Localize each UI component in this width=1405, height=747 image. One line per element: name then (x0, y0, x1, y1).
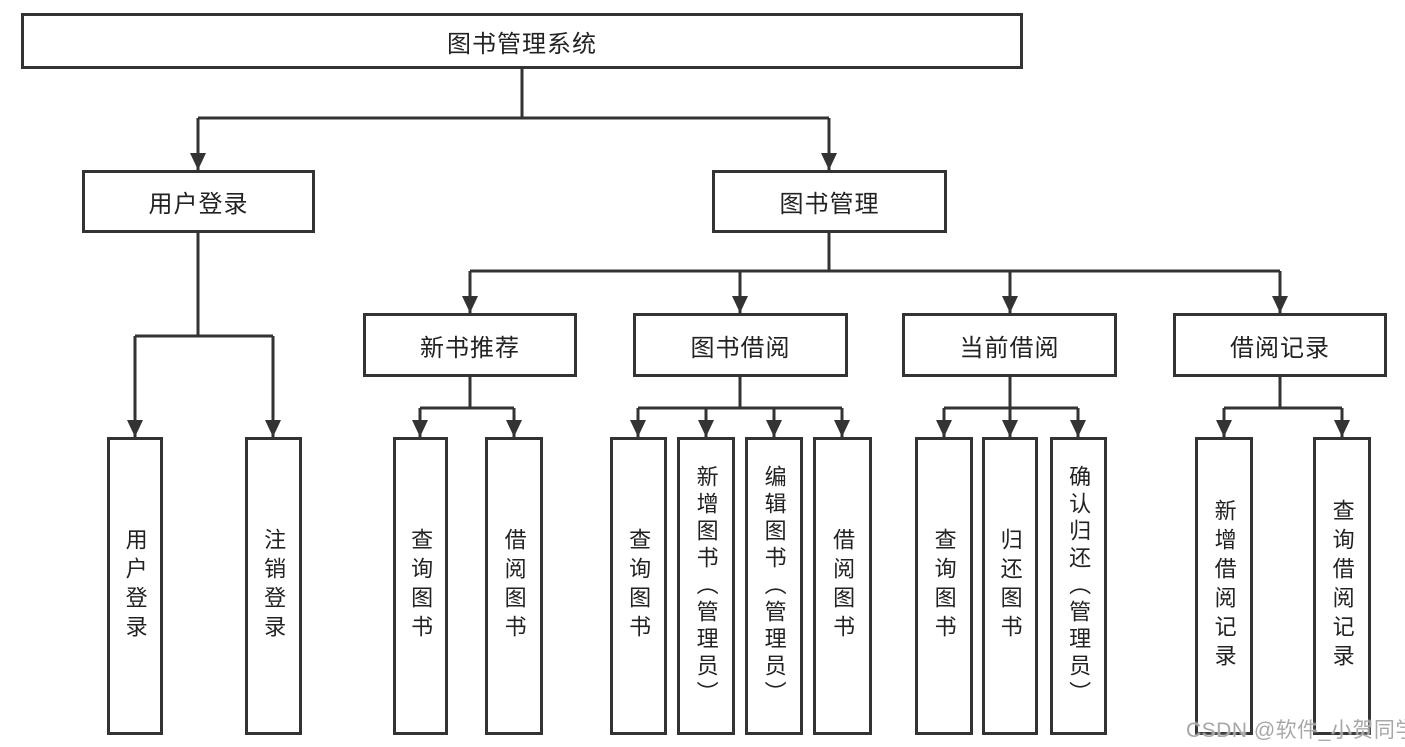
csdn-watermark: CSDN @软件_小贺同学 (1186, 719, 1405, 742)
leaf-add-books-admin: 新增图书（管理员） (677, 437, 735, 735)
node-current-borrow: 当前借阅 (902, 313, 1117, 377)
node-new-book-recommend: 新书推荐 (363, 313, 577, 377)
leaf-query-borrow-record: 查询借阅记录 (1313, 437, 1371, 735)
node-borrow-records: 借阅记录 (1173, 313, 1387, 377)
leaf-user-login: 用户登录 (107, 437, 163, 735)
leaf-return-books: 归还图书 (982, 437, 1038, 735)
leaf-confirm-return-admin: 确认归还（管理员） (1050, 437, 1107, 735)
leaf-borrow-books: 借阅图书 (813, 437, 872, 735)
leaf-edit-books-admin: 编辑图书（管理员） (745, 437, 803, 735)
leaf-query-books-current: 查询图书 (915, 437, 973, 735)
node-user-login: 用户登录 (82, 170, 315, 233)
leaf-query-books-borrow: 查询图书 (610, 437, 667, 735)
leaf-borrow-books-recommend: 借阅图书 (485, 437, 543, 735)
node-book-management: 图书管理 (712, 170, 947, 233)
node-root-system: 图书管理系统 (21, 13, 1023, 69)
leaf-logout: 注销登录 (245, 437, 302, 735)
leaf-add-borrow-record: 新增借阅记录 (1195, 437, 1253, 735)
leaf-query-books-recommend: 查询图书 (393, 437, 448, 735)
node-book-borrow: 图书借阅 (633, 313, 848, 377)
